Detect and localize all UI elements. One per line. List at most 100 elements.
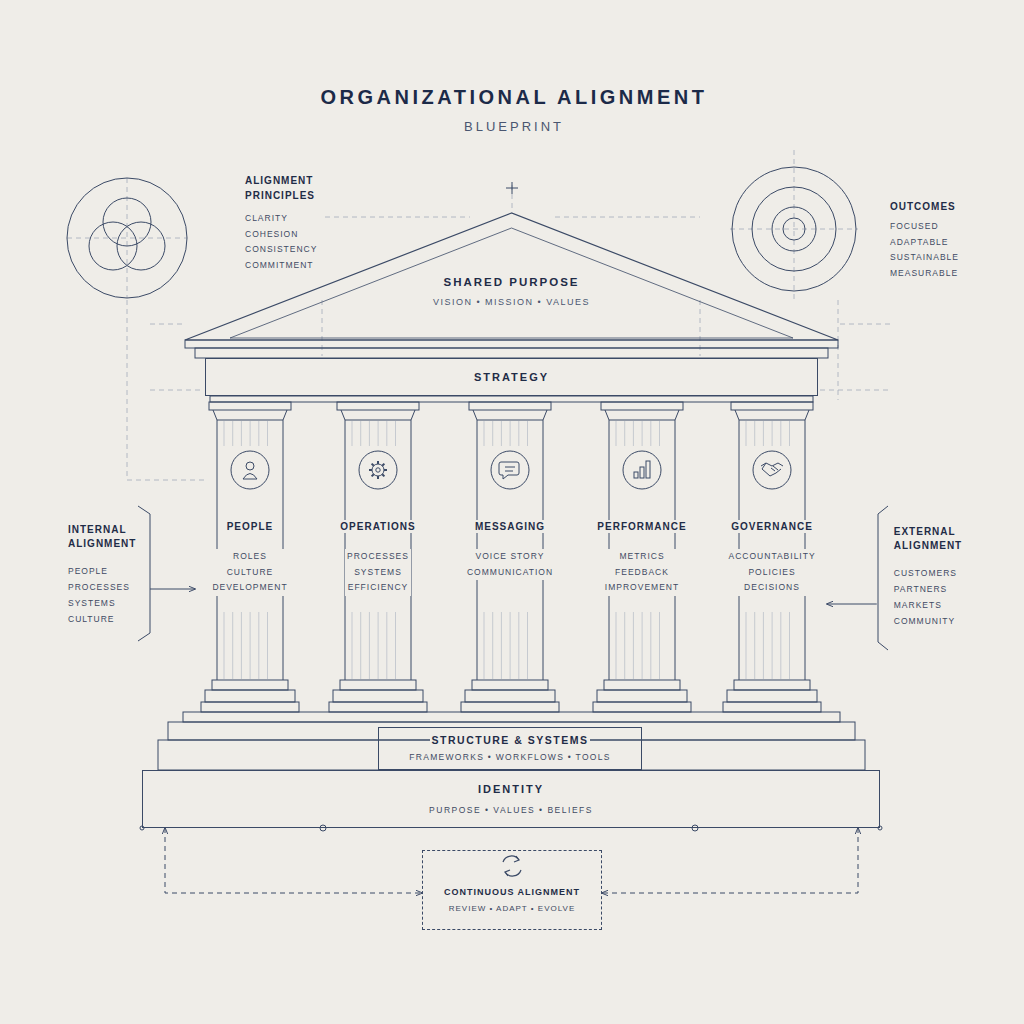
- outcomes-target-part: [752, 187, 836, 271]
- column-flutes-part: [501, 421, 502, 446]
- column-shape-part: [734, 680, 810, 690]
- apex-crosshair-part: [512, 182, 513, 194]
- column-icon-part: [382, 474, 384, 476]
- alignment-group: EXTERNAL ALIGNMENTCUSTOMERS PARTNERS MAR…: [877, 515, 979, 645]
- construction-lines: [67, 150, 892, 480]
- column-shape: [201, 402, 299, 712]
- node-heading: GOVERNANCE: [729, 520, 815, 533]
- column-icon: [623, 451, 661, 489]
- column-flutes-part: [616, 612, 617, 679]
- column-icon-part: [372, 464, 374, 466]
- column-flutes-part: [763, 421, 764, 446]
- column-shape-part: [723, 702, 821, 712]
- construction-lines-part: [67, 238, 187, 239]
- base-markers: [140, 825, 882, 831]
- outcomes-target-part: [732, 167, 856, 291]
- column-icon-part: [384, 469, 387, 471]
- column-flutes-part: [224, 612, 225, 679]
- column-shape: [723, 402, 821, 712]
- column-flutes-part: [352, 612, 353, 679]
- construction-lines-part: [127, 300, 128, 480]
- principles-venn: [67, 178, 187, 298]
- column-flutes-part: [642, 612, 643, 679]
- column-shape-part: [472, 680, 548, 690]
- column-flutes-part: [650, 421, 651, 446]
- columns-art: [201, 402, 821, 712]
- node-heading: STRUCTURE & SYSTEMS: [430, 734, 591, 747]
- column-icon-part: [376, 468, 380, 472]
- column-icon-part: [505, 471, 513, 472]
- column-icon-part: [243, 474, 257, 480]
- node-body: PEOPLE PROCESSES SYSTEMS CULTURE: [66, 563, 132, 627]
- column-shape-part: [465, 690, 555, 702]
- column-icon-part: [499, 462, 519, 479]
- entablature-part: [210, 396, 813, 402]
- column-icon-part: [640, 467, 644, 478]
- node-heading: EXTERNAL ALIGNMENT: [892, 525, 964, 553]
- pillar: PEOPLEROLES CULTURE DEVELOPMENT: [195, 420, 305, 690]
- node-heading: CONTINUOUS ALIGNMENT: [442, 887, 582, 898]
- column-icon-part: [372, 464, 384, 476]
- column-icon-part: [505, 467, 515, 468]
- cycle-icon: [503, 856, 521, 876]
- column-flutes-part: [232, 421, 233, 446]
- column-flutes-part: [772, 612, 773, 679]
- entablature: [185, 340, 838, 402]
- construction-lines-part: [820, 390, 892, 391]
- column-flutes-part: [386, 421, 387, 446]
- column-icon: [359, 451, 397, 489]
- node-heading: STRATEGY: [472, 370, 551, 384]
- column-icon-part: [623, 451, 661, 489]
- column-shape-part: [604, 680, 680, 690]
- column-flutes-part: [633, 421, 634, 446]
- cycle-box: CONTINUOUS ALIGNMENTREVIEW • ADAPT • EVO…: [422, 850, 602, 930]
- column-flutes-part: [395, 612, 396, 679]
- column-icon-part: [369, 469, 372, 471]
- column-flutes-part: [624, 612, 625, 679]
- column-flutes-part: [659, 612, 660, 679]
- column-icon-part: [377, 476, 379, 479]
- column-flutes-part: [224, 421, 225, 446]
- structure-step: STRUCTURE & SYSTEMSFRAMEWORKS • WORKFLOW…: [378, 727, 642, 770]
- column-shape-part: [213, 410, 287, 420]
- column-flutes-part: [369, 421, 370, 446]
- construction-lines-part: [150, 324, 184, 325]
- column-icon-part: [231, 451, 269, 489]
- column-flutes-part: [746, 421, 747, 446]
- base-markers-part: [878, 826, 882, 830]
- construction-lines-part: [127, 178, 128, 298]
- column-shape-part: [333, 690, 423, 702]
- construction-lines-part: [325, 217, 470, 218]
- column-shape-part: [205, 690, 295, 702]
- cycle-icon-part: [505, 870, 521, 876]
- column-flutes-part: [763, 612, 764, 679]
- column-shape-part: [212, 680, 288, 690]
- strategy-band: STRATEGY: [205, 358, 818, 396]
- column-icon-part: [382, 464, 384, 466]
- column-flutes-part: [518, 612, 519, 679]
- column-flutes-part: [250, 421, 251, 446]
- column-icon-part: [372, 474, 374, 476]
- column-icon-part: [753, 451, 791, 489]
- outcomes-target-part: [772, 207, 816, 251]
- column-shape-part: [201, 702, 299, 712]
- construction-lines-part: [838, 300, 839, 400]
- principles-venn-part: [67, 178, 187, 298]
- column-shape-part: [597, 690, 687, 702]
- column-icon-part: [246, 462, 254, 470]
- column-flutes-part: [258, 421, 259, 446]
- feedback-loop: [165, 828, 422, 893]
- alignment-brackets-part: [138, 506, 150, 641]
- column-flutes-part: [616, 421, 617, 446]
- column-shape-part: [605, 410, 679, 420]
- node-body: ROLES CULTURE DEVELOPMENT: [210, 549, 289, 596]
- node-heading: OPERATIONS: [338, 520, 417, 533]
- column-icon-part: [761, 463, 783, 476]
- base-markers-part: [692, 825, 698, 831]
- column-shape-part: [601, 402, 683, 410]
- construction-lines-part: [794, 150, 795, 300]
- base-markers-part: [320, 825, 326, 831]
- pediment: SHARED PURPOSEVISION • MISSION • VALUES: [185, 213, 838, 340]
